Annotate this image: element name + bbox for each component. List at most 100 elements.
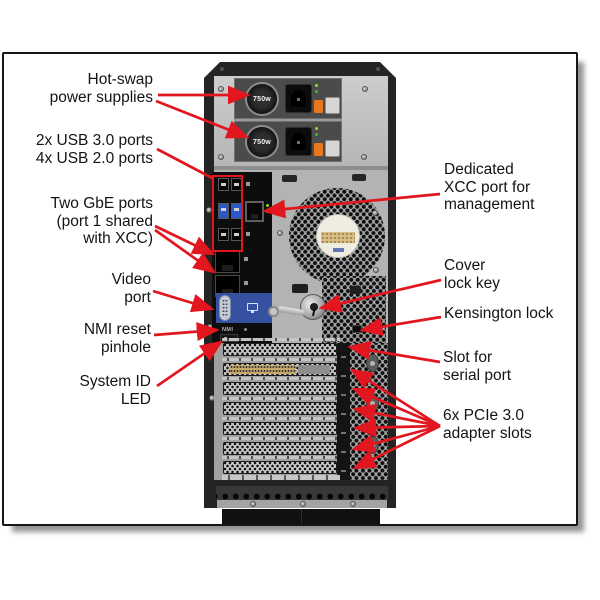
usb3-port bbox=[218, 203, 229, 219]
port-mark bbox=[246, 182, 250, 186]
slot-number-strip bbox=[337, 343, 350, 480]
psu-pull-handle bbox=[325, 140, 340, 157]
label-line: management bbox=[444, 196, 535, 213]
slot-separator bbox=[222, 377, 340, 380]
screw bbox=[373, 267, 379, 273]
psu-wattage-label: 750w bbox=[253, 95, 271, 103]
screw bbox=[300, 501, 306, 507]
port-mark bbox=[244, 281, 248, 285]
bottom-vent-band bbox=[216, 486, 388, 500]
power-supply-2: 750w bbox=[234, 121, 342, 162]
pcie-slot-cover bbox=[223, 382, 337, 395]
screw-cutout bbox=[366, 394, 379, 412]
vga-connector bbox=[219, 295, 231, 321]
psu-wattage-label: 750w bbox=[253, 138, 271, 146]
kensington-lock-slot bbox=[352, 325, 362, 333]
screw bbox=[250, 501, 256, 507]
psu-divider bbox=[234, 119, 342, 121]
nmi-label: NMI bbox=[222, 327, 234, 333]
power-supply-1: 750w bbox=[234, 78, 342, 119]
label-line: (port 1 shared bbox=[56, 212, 154, 230]
slot-panel-edge bbox=[222, 475, 340, 480]
label-xcc-port: Dedicated XCC port for management bbox=[444, 161, 534, 214]
server-chassis: 750w 750w bbox=[204, 62, 396, 508]
screw bbox=[277, 230, 283, 236]
label-line: adapter slots bbox=[443, 424, 532, 442]
pcie-slot-cover bbox=[223, 461, 337, 474]
label-line: power supplies bbox=[49, 88, 153, 106]
slot-separator bbox=[222, 397, 340, 400]
label-line: lock key bbox=[444, 274, 500, 292]
tower-foot bbox=[222, 509, 380, 524]
fan-hub-sticker bbox=[316, 214, 360, 258]
nmi-pinhole bbox=[244, 328, 247, 331]
xcc-management-port bbox=[245, 201, 264, 222]
slot-insert bbox=[230, 365, 296, 374]
serial-port-slot-cover bbox=[223, 343, 337, 356]
port-mark bbox=[246, 232, 250, 236]
screw bbox=[362, 86, 368, 92]
label-line: LED bbox=[120, 390, 151, 408]
label-cover-lock-key: Cover lock key bbox=[444, 257, 500, 292]
label-line: pinhole bbox=[101, 338, 151, 356]
label-line: Hot-swap bbox=[87, 71, 153, 88]
pcie-slot-cover bbox=[223, 422, 337, 435]
psu-fan: 750w bbox=[245, 125, 279, 159]
label-line: port bbox=[124, 288, 151, 306]
pcie-slot-cover bbox=[223, 402, 337, 415]
label-line: System ID bbox=[79, 373, 151, 390]
io-panel: NMI bbox=[212, 172, 272, 343]
label-serial-port-slot: Slot for serial port bbox=[443, 349, 511, 384]
psu-fan: 750w bbox=[245, 82, 279, 116]
ac-inlet bbox=[285, 127, 312, 156]
port-led bbox=[266, 204, 269, 207]
screw-cutout bbox=[366, 354, 379, 372]
psu-pull-handle bbox=[325, 97, 340, 114]
label-line: Video bbox=[111, 271, 151, 288]
video-port-zone bbox=[216, 293, 272, 323]
screw bbox=[218, 86, 224, 92]
label-line: 2x USB 3.0 ports bbox=[35, 132, 153, 149]
bezel-rivet bbox=[376, 67, 380, 71]
psu-retention-clip bbox=[314, 100, 323, 113]
label-system-id-led: System ID LED bbox=[80, 373, 151, 408]
usb-ports-highlight-box bbox=[212, 175, 243, 252]
vent-cutout bbox=[282, 175, 297, 182]
label-kensington-lock: Kensington lock bbox=[444, 305, 553, 323]
slot-insert-ext bbox=[298, 365, 330, 374]
slot-separator bbox=[222, 437, 340, 440]
label-line: Two GbE ports bbox=[50, 195, 153, 212]
slot-separator bbox=[222, 338, 340, 341]
gbe-port-1 bbox=[215, 251, 240, 273]
screw bbox=[218, 154, 224, 160]
label-line: Cover bbox=[444, 257, 486, 274]
screw-cutout bbox=[366, 436, 379, 454]
cover-lock-with-key bbox=[268, 294, 326, 320]
port-knockout bbox=[292, 284, 308, 293]
slot-separator bbox=[222, 456, 340, 459]
server-rear-view: 750w 750w bbox=[204, 62, 396, 524]
psu-status-led bbox=[315, 84, 318, 87]
label-line: serial port bbox=[443, 366, 512, 384]
slot-separator bbox=[222, 417, 340, 420]
label-line: XCC port for bbox=[444, 178, 531, 196]
label-line: NMI reset bbox=[83, 321, 151, 338]
label-line: Kensington lock bbox=[444, 305, 554, 322]
label-line: Slot for bbox=[443, 349, 493, 366]
label-video-port: Video port bbox=[112, 271, 151, 306]
psu-status-led bbox=[315, 133, 318, 136]
screw bbox=[361, 154, 367, 160]
label-line: 4x USB 2.0 ports bbox=[35, 149, 153, 167]
slot-separator bbox=[222, 358, 340, 361]
label-gbe-ports: Two GbE ports (port 1 shared with XCC) bbox=[50, 195, 153, 248]
ac-inlet bbox=[285, 84, 312, 113]
label-line: Dedicated bbox=[444, 161, 514, 178]
usb2-port bbox=[218, 178, 229, 191]
key-bow bbox=[268, 306, 279, 317]
port-knockout bbox=[350, 286, 361, 294]
label-hot-swap-power-supplies: Hot-swap power supplies bbox=[50, 71, 153, 106]
psu-retention-clip bbox=[314, 143, 323, 156]
bezel-rivet bbox=[220, 67, 224, 71]
vent-cutout bbox=[352, 174, 366, 181]
